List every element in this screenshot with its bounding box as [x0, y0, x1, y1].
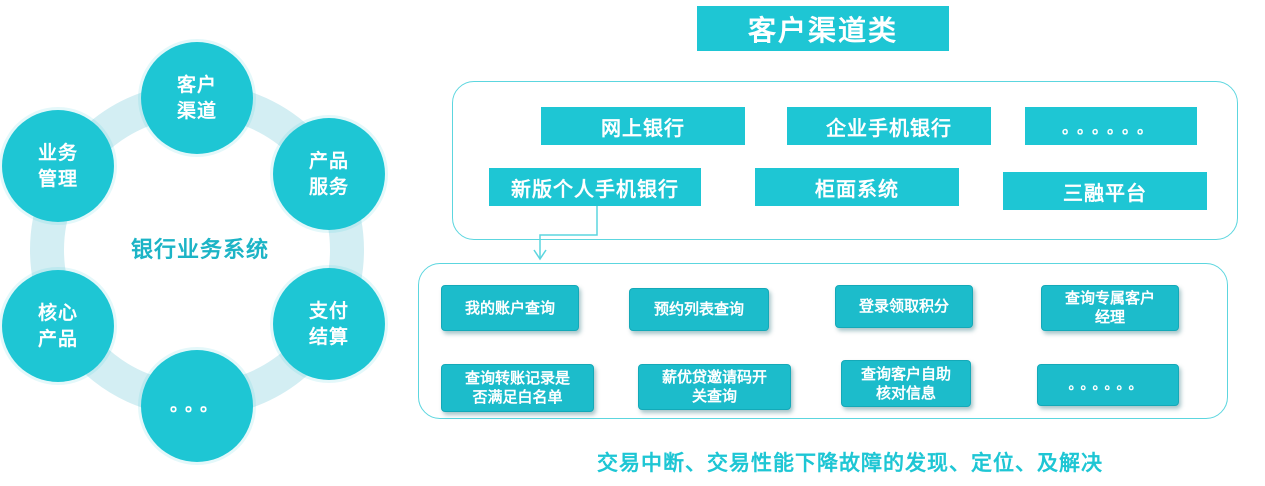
channel-panel	[452, 81, 1238, 240]
function-label: 查询客户自助 核对信息	[860, 364, 951, 402]
function-appointment-list-query: 预约列表查询	[629, 288, 769, 331]
ring-node-business-management: 业务 管理	[2, 110, 114, 222]
function-label: 我的账户查询	[464, 298, 555, 317]
function-label: 。。。。。。	[1068, 376, 1148, 393]
ring-node-label: 。。。	[170, 395, 224, 416]
ring-node-label: 支付 结算	[308, 300, 349, 348]
channel-more: 。。。。。。	[1025, 107, 1197, 145]
function-transfer-whitelist-query: 查询转账记录是 否满足白名单	[441, 364, 594, 412]
ring-node-payment-settlement: 支付 结算	[273, 268, 385, 380]
function-invite-code-switch-query: 薪优贷邀请码开 关查询	[638, 364, 791, 410]
ring-center-label: 银行业务系统	[130, 238, 269, 263]
function-account-query: 我的账户查询	[441, 285, 579, 331]
function-label: 登录领取积分	[858, 297, 949, 315]
function-label: 查询转账记录是 否满足白名单	[464, 369, 570, 406]
section-title: 客户渠道类	[697, 6, 949, 51]
function-login-points: 登录领取积分	[835, 285, 973, 328]
ring-node-more: 。。。	[141, 350, 253, 462]
function-dedicated-manager-query: 查询专属客户 经理	[1041, 285, 1179, 331]
bank-system-ring: 客户 渠道 产品 服务 支付 结算 。。。 核心 产品 业务 管理 银行业务系统	[0, 0, 420, 486]
ring-node-label: 核心 产品	[37, 302, 78, 350]
footer-caption: 交易中断、交易性能下降故障的发现、定位、及解决	[597, 451, 1103, 475]
function-self-check-info-query: 查询客户自助 核对信息	[841, 360, 971, 407]
function-label: 查询专属客户 经理	[1064, 289, 1155, 326]
channel-counter-system: 柜面系统	[755, 168, 959, 206]
ring-node-label: 产品 服务	[308, 150, 349, 198]
function-label: 薪优贷邀请码开 关查询	[661, 368, 767, 405]
ring-node-core-product: 核心 产品	[2, 270, 114, 382]
channel-online-banking: 网上银行	[541, 107, 745, 145]
ring-node-customer-channel: 客户 渠道	[141, 42, 253, 154]
channel-sanrong-platform: 三融平台	[1003, 172, 1207, 210]
function-label: 预约列表查询	[653, 300, 744, 318]
channel-corporate-mobile-banking: 企业手机银行	[787, 107, 991, 145]
ring-node-label: 业务 管理	[37, 142, 78, 190]
channel-personal-mobile-banking: 新版个人手机银行	[489, 168, 701, 206]
function-more: 。。。。。。	[1037, 364, 1179, 406]
ring-node-label: 客户 渠道	[176, 74, 217, 122]
ring-node-product-service: 产品 服务	[273, 118, 385, 230]
